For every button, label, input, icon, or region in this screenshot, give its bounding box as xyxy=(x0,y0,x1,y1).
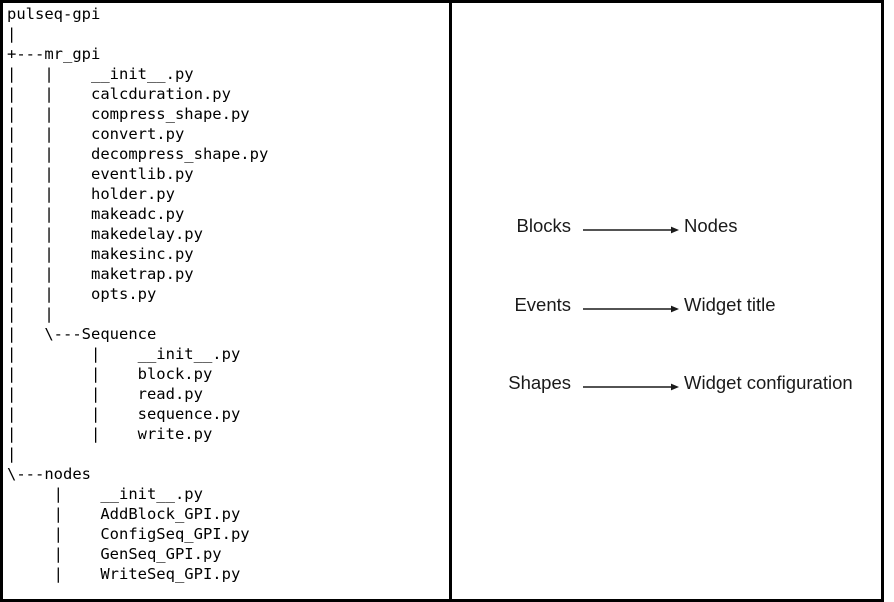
tree-line: | | __init__.py xyxy=(7,345,241,363)
tree-line: | | block.py xyxy=(7,365,213,383)
tree-line: | ConfigSeq_GPI.py xyxy=(7,525,250,543)
mapping-row-blocks: Blocks Nodes xyxy=(452,209,881,243)
frame-bottom-border xyxy=(0,599,884,602)
tree-line: | | maketrap.py xyxy=(7,265,194,283)
tree-line: | \---Sequence xyxy=(7,325,157,343)
tree-line: +---mr_gpi xyxy=(7,45,101,63)
tree-line: | xyxy=(7,445,17,463)
frame-right-border xyxy=(881,0,884,602)
tree-line: \---nodes xyxy=(7,465,91,483)
mapping-source-label: Shapes xyxy=(508,372,571,393)
mapping-row-shapes: Shapes Widget configuration xyxy=(452,366,881,400)
mapping-source-label: Events xyxy=(514,294,571,315)
tree-line: | | opts.py xyxy=(7,285,157,303)
tree-line: | AddBlock_GPI.py xyxy=(7,505,241,523)
tree-line: | | decompress_shape.py xyxy=(7,145,269,163)
tree-line: | | sequence.py xyxy=(7,405,241,423)
tree-line: | | read.py xyxy=(7,385,203,403)
tree-line: | | makedelay.py xyxy=(7,225,203,243)
mapping-source-label: Blocks xyxy=(516,215,572,236)
arrow-right-icon xyxy=(583,224,679,236)
mapping-target-label: Widget configuration xyxy=(684,372,853,393)
tree-line: pulseq-gpi xyxy=(7,5,101,23)
mapping-target-label: Nodes xyxy=(684,215,738,236)
mapping-target-label: Widget title xyxy=(684,294,776,315)
tree-line: | __init__.py xyxy=(7,485,203,503)
tree-line: | | calcduration.py xyxy=(7,85,231,103)
frame-left-border xyxy=(0,0,3,602)
tree-line: | | __init__.py xyxy=(7,65,194,83)
directory-tree-listing: pulseq-gpi | +---mr_gpi | | __init__.py | | … xyxy=(7,4,268,584)
tree-line: | | eventlib.py xyxy=(7,165,194,183)
tree-line: | GenSeq_GPI.py xyxy=(7,545,222,563)
arrow-right-icon xyxy=(583,381,679,393)
concept-mapping-panel: Blocks Nodes Events Widget title Shapes xyxy=(452,3,881,599)
frame-top-border xyxy=(0,0,884,3)
tree-line: | | compress_shape.py xyxy=(7,105,250,123)
tree-line: | | holder.py xyxy=(7,185,175,203)
arrow-right-icon xyxy=(583,303,679,315)
panel-divider xyxy=(449,0,452,602)
tree-line: | | xyxy=(7,305,54,323)
tree-line: | | convert.py xyxy=(7,125,185,143)
tree-line: | WriteSeq_GPI.py xyxy=(7,565,241,583)
tree-line: | xyxy=(7,25,17,43)
tree-line: | | makeadc.py xyxy=(7,205,185,223)
tree-line: | | write.py xyxy=(7,425,213,443)
directory-tree-panel: pulseq-gpi | +---mr_gpi | | __init__.py | | … xyxy=(3,3,449,599)
tree-line: | | makesinc.py xyxy=(7,245,194,263)
mapping-row-events: Events Widget title xyxy=(452,288,881,322)
